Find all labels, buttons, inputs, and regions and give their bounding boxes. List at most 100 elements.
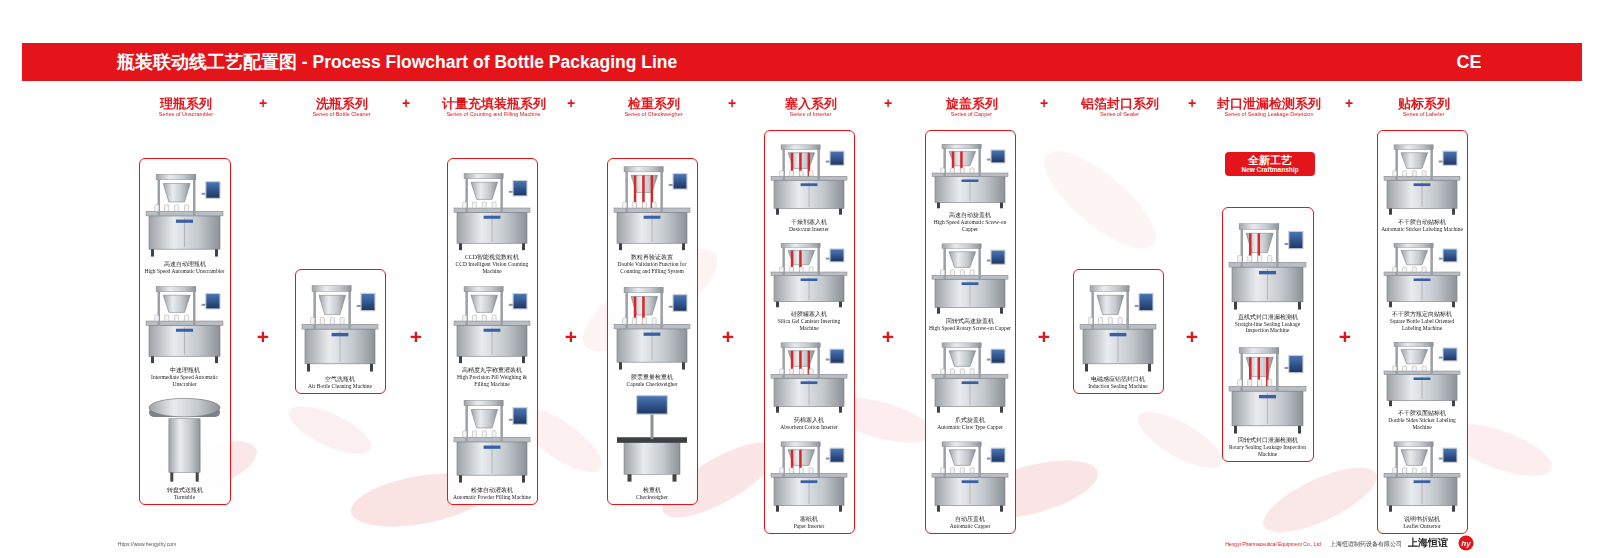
bottle: [970, 468, 974, 473]
machine-cabinet: [457, 442, 527, 475]
machine-cabinet: [935, 177, 1005, 203]
frame-post: [500, 400, 503, 442]
bottle: [789, 468, 793, 473]
bottle: [623, 202, 627, 208]
machine-name-cn: 高精度丸宇称重灌装机: [451, 367, 533, 374]
machine-cabinet: [149, 325, 220, 356]
machine-illustration: [1077, 276, 1159, 373]
machine-item: 不干胶自动贴标机Automatic Sticker Labeling Machi…: [1381, 135, 1463, 234]
machine-cabinet: [1387, 180, 1457, 208]
machine-leg: [459, 475, 462, 482]
frame-post: [193, 287, 196, 326]
turntable-cabinet: [169, 419, 200, 473]
machine-leg: [1000, 203, 1003, 209]
machine-hopper: [163, 184, 190, 203]
frame-post: [978, 244, 981, 279]
machine-name-cn: 不干胶双面贴标机: [1381, 410, 1463, 417]
bottle: [492, 431, 496, 437]
series-box: 理瓶系列Series of Unscrambler高速自动理瓶机High Spe…: [139, 158, 231, 505]
machine-illustration: [1381, 137, 1463, 216]
bottle: [492, 202, 496, 208]
machine-caption: 高速自动理瓶机High Speed Automatic Unscrambler: [143, 261, 226, 275]
series-subtitle: Series of Bottle Cleaner: [232, 111, 452, 118]
machine-leg: [151, 356, 154, 363]
series-box: 检重系列Series of Checkweigher数粒再验证装置Double …: [607, 158, 698, 505]
capsule-shape: [1130, 401, 1230, 478]
machine-item: 数粒再验证装置Double Validation Function for Co…: [611, 163, 693, 276]
bottle: [1238, 379, 1242, 386]
control-screen: [991, 448, 1005, 462]
series-box: 旋盖系列Series of Capper高速自动旋盖机High Speed Au…: [925, 130, 1016, 534]
plus-sign: +: [567, 95, 575, 111]
nameplate: [962, 282, 979, 285]
machine-item: 高速自动理瓶机High Speed Automatic Unscrambler: [143, 163, 226, 276]
machine-cabinet: [774, 180, 844, 208]
machine-illustration: [143, 278, 226, 364]
machine-leg: [776, 406, 779, 412]
series-box: 洗瓶系列Series of Bottle Cleaner空气洗瓶机Air Bot…: [295, 269, 386, 394]
machine-illustration: [451, 165, 533, 251]
nameplate: [1259, 394, 1276, 397]
machine-illustration: [929, 335, 1011, 414]
control-screen: [1443, 448, 1457, 462]
machine-name-cn: 塞纸机: [768, 516, 850, 523]
bottle: [941, 270, 945, 275]
machine-leg: [1085, 364, 1088, 372]
control-screen: [991, 349, 1005, 363]
machine-name-en: Automatic Powder Filling Machine: [451, 494, 533, 501]
machine-caption: 直线式封口泄漏检测机Straight-line Sealing Leakage …: [1226, 314, 1309, 334]
chart-title: 瓶装联动线工艺配置图 - Process Flowchart of Bottle…: [117, 51, 677, 73]
frame-bar: [942, 343, 981, 348]
machine-name-en: CCD Intelligent Vision Counting Machine: [451, 261, 533, 274]
machine-cabinet: [457, 325, 527, 356]
machine-illustration: [1381, 434, 1463, 513]
bottle: [789, 369, 793, 374]
machine-leg: [839, 302, 842, 308]
machine-cabinet: [774, 276, 844, 302]
machine-leg: [522, 475, 525, 482]
machine-hopper: [949, 450, 976, 466]
machine-caption: 电磁感应铝箔封口机Induction Sealing Machine: [1077, 376, 1159, 390]
machine-leg: [1389, 401, 1392, 407]
series-heading: 旋盖系列Series of Capper: [862, 97, 1082, 118]
machine-name-en: Double Validation Function for Counting …: [611, 261, 693, 274]
control-screen: [673, 174, 687, 189]
website-url: Https://www.hengyihy.com: [118, 541, 176, 547]
bottle: [1268, 379, 1272, 386]
bottle: [950, 270, 954, 275]
bottle: [799, 267, 803, 272]
machine-illustration: [1226, 214, 1309, 311]
machine-item: 自动压盖机Automatic Capper: [929, 432, 1011, 531]
series-box: 塞入系列Series of Inserter干燥剂塞入机Desiccant In…: [764, 130, 855, 534]
frame-bar: [464, 174, 503, 179]
bottle: [463, 431, 467, 437]
frame-post: [1126, 286, 1129, 329]
machine-caption: 回转式封口泄漏检测机Rotary Sealing Leakage Inspect…: [1226, 437, 1309, 457]
frame-bar: [1394, 243, 1433, 247]
machine-leg: [776, 302, 779, 308]
bottle: [1258, 255, 1262, 262]
frame-post: [660, 287, 663, 329]
bottle: [482, 315, 486, 321]
bottle: [1258, 379, 1262, 386]
bottle: [1108, 317, 1112, 324]
machine-leg: [215, 356, 218, 363]
machine-foot: [673, 474, 677, 481]
machine-name-en: Square Bottle Label Oriented Labeling Ma…: [1381, 318, 1463, 331]
bottle: [463, 315, 467, 321]
machine-caption: 不干胶自动贴标机Automatic Sticker Labeling Machi…: [1381, 219, 1463, 233]
machine-caption: 高速自动旋盖机High Speed Automatic Screw-on Cap…: [929, 212, 1011, 232]
nameplate: [332, 333, 349, 336]
frame-bar: [942, 442, 981, 447]
machine-name-cn: 转盘式送瓶机: [143, 487, 226, 494]
bottle: [941, 168, 945, 173]
machine-illustration: [929, 236, 1011, 315]
machine-leg: [1389, 505, 1392, 511]
nameplate: [801, 278, 818, 281]
machine-leg: [459, 356, 462, 363]
bottle: [1412, 267, 1416, 272]
control-screen: [513, 180, 527, 195]
machine-name-en: High Precision Pill Weighing & Filling M…: [451, 374, 533, 387]
machine-illustration: [451, 391, 533, 484]
